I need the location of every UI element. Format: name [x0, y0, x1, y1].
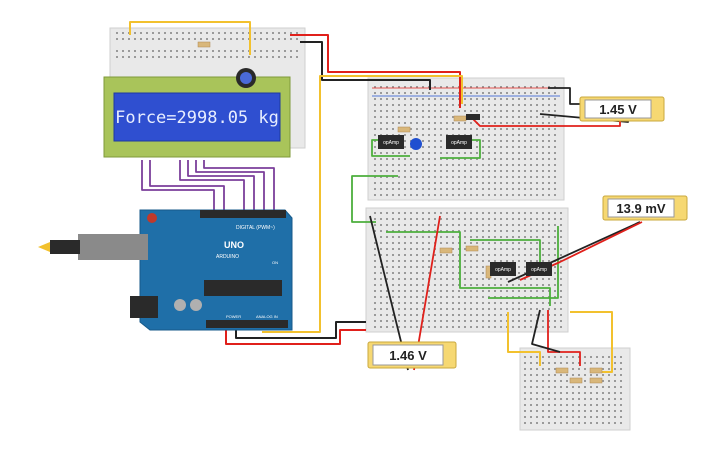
reset-button[interactable] [147, 213, 157, 223]
wires[interactable] [129, 21, 643, 373]
opamp-label: opAmp [495, 267, 511, 273]
trimmer-potentiometer[interactable] [410, 138, 422, 150]
usb-cable[interactable] [50, 240, 80, 254]
power-analog-header [206, 320, 288, 328]
resistors[interactable] [197, 41, 603, 384]
small-component[interactable] [466, 114, 480, 120]
lcd-display-text: Force=2998.05 kg [115, 108, 279, 128]
multimeter-top[interactable]: 1.45 V [579, 96, 665, 122]
opamp-chip-b[interactable]: opAmp [446, 135, 472, 149]
breadboard-bottom-right[interactable] [519, 347, 631, 431]
digital-header [200, 210, 286, 218]
power-label: POWER [226, 314, 241, 319]
arduino-brand: ARDUINO [216, 254, 239, 260]
atmega-chip [204, 280, 282, 296]
arduino-uno-board[interactable]: UNO ARDUINO DIGITAL (PWM~) POWER ANALOG … [38, 209, 293, 331]
power-jack[interactable] [130, 296, 158, 318]
opamp-label: opAmp [451, 140, 467, 146]
multimeter-bottom[interactable]: 1.46 V [367, 341, 457, 369]
opamp-chip-a[interactable]: opAmp [378, 135, 404, 149]
meter-reading: 1.45 V [599, 102, 637, 117]
lcd-module[interactable]: Force=2998.05 kg [103, 68, 291, 158]
opamp-chip-d[interactable]: opAmp [526, 262, 552, 276]
usb-port[interactable] [78, 234, 148, 260]
arduino-model: UNO [224, 240, 244, 250]
multimeter-right[interactable]: 13.9 mV [602, 195, 688, 221]
opamp-chip-c[interactable]: opAmp [490, 262, 516, 276]
analog-label: ANALOG IN [256, 314, 278, 319]
meter-reading: 1.46 V [389, 348, 427, 363]
digital-label: DIGITAL (PWM~) [236, 225, 275, 231]
opamp-label: opAmp [531, 267, 547, 273]
opamp-label: opAmp [383, 140, 399, 146]
meter-reading: 13.9 mV [616, 201, 665, 216]
on-label: ON [272, 260, 278, 265]
